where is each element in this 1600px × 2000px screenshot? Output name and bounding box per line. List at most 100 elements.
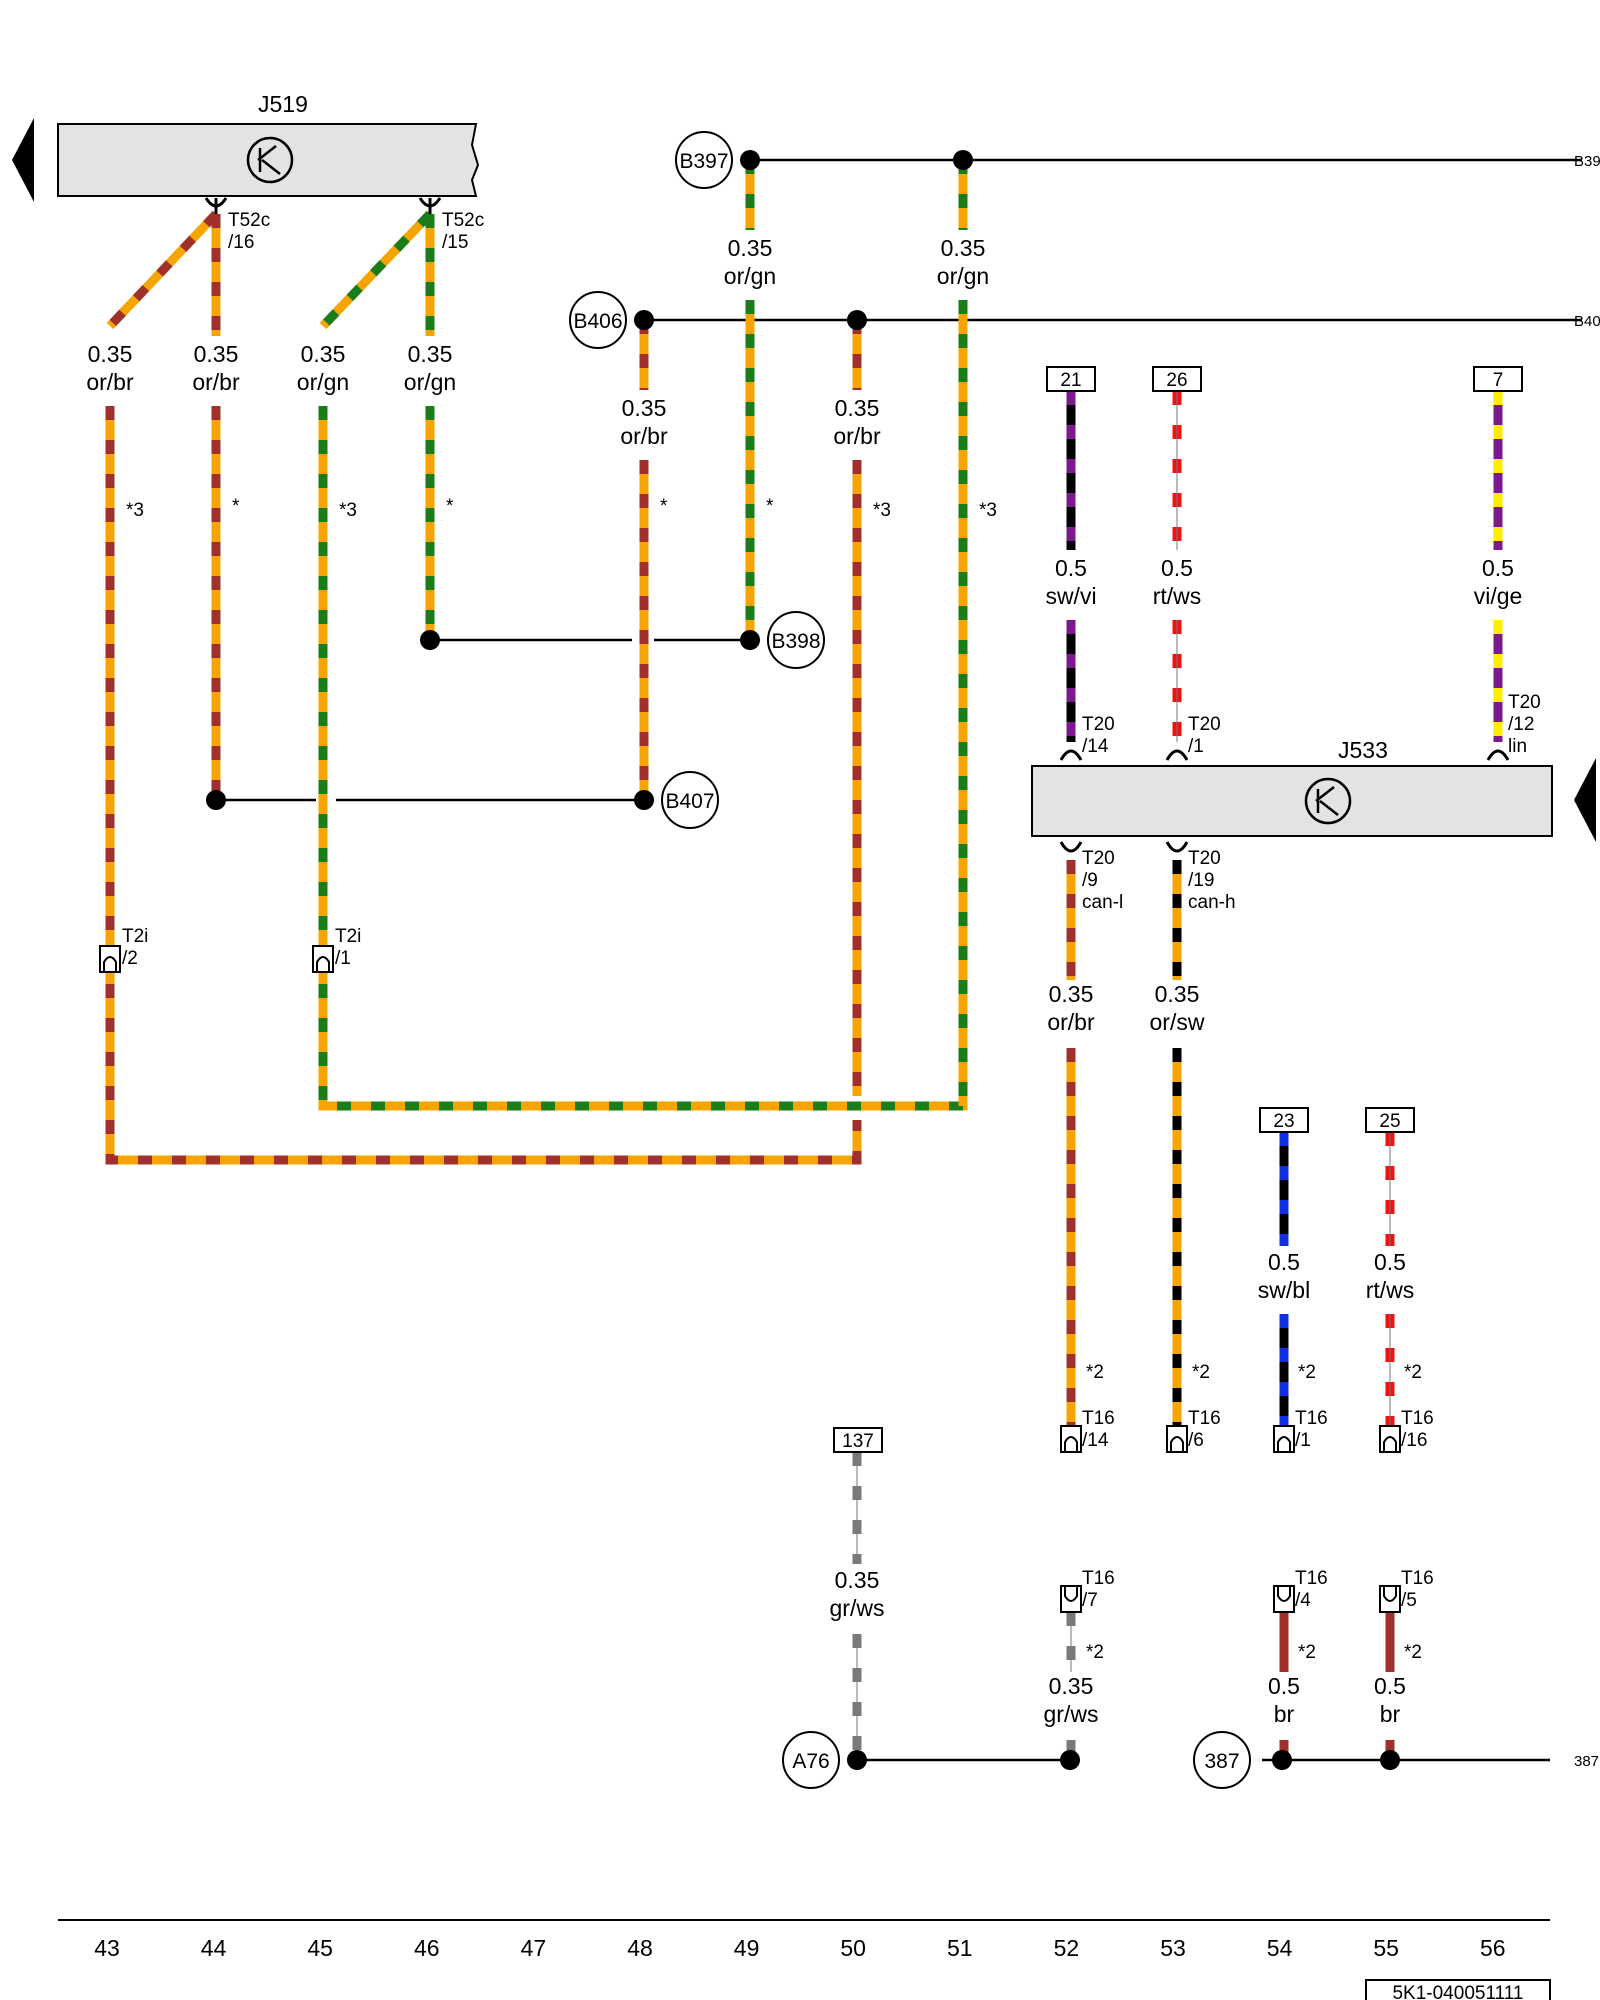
ref-box-23-label: 23 (1273, 1111, 1294, 1132)
pin-t20-1: T20 (1188, 714, 1221, 735)
wires (105, 160, 1503, 1760)
wire-46-color: or/gn (404, 369, 456, 395)
wire-52c-size: 0.35 (1049, 1673, 1094, 1699)
column-number: 45 (307, 1935, 333, 1961)
column-number: 50 (840, 1935, 866, 1961)
ground-387-label: 387 (1204, 1750, 1239, 1773)
wire-48-note: * (660, 496, 668, 517)
doc-id-box (1365, 1979, 1551, 2000)
wire-55a-note: *2 (1404, 1362, 1422, 1383)
column-number: 51 (947, 1935, 973, 1961)
wire-45-note: *3 (339, 500, 357, 521)
ref-box-21-label: 21 (1060, 370, 1081, 391)
wire-51-color: or/gn (937, 263, 989, 289)
column-number: 55 (1373, 1935, 1399, 1961)
connection-b406[interactable] (569, 291, 627, 349)
wire-49-size: 0.35 (728, 235, 773, 261)
connection-b406-label: B406 (573, 310, 622, 333)
pin-fork-icon (1165, 841, 1189, 853)
wire-45-size: 0.35 (301, 341, 346, 367)
pin-t20-1-no: /1 (1188, 736, 1204, 757)
wire-50b-size: 0.35 (835, 1567, 880, 1593)
connection-b407[interactable] (661, 771, 719, 829)
pin-t16-4: T16 (1295, 1568, 1328, 1589)
connection-a76[interactable] (782, 1731, 840, 1789)
wire-44-note: * (232, 496, 240, 517)
pin-labels: T52c /16 T52c /15 T2i /2 T2i /1 T20 /14 … (122, 210, 1541, 1611)
reference-boxes: 21 26 7 23 25 137 (833, 366, 1523, 1453)
edge-ref-387: 387 (1574, 1753, 1599, 1770)
wire-52b-size: 0.35 (1049, 981, 1094, 1007)
ground-387[interactable] (1193, 1731, 1251, 1789)
pin-t20-9-can: can-l (1082, 892, 1123, 913)
pin-t20-19: T20 (1188, 848, 1221, 869)
ref-box-25[interactable] (1365, 1107, 1415, 1133)
pin-t52c-16-no: /16 (228, 232, 254, 253)
ref-box-21[interactable] (1046, 366, 1096, 392)
j519-label: J519 (258, 91, 308, 117)
wire-43-stripe (105, 406, 862, 1165)
column-number: 52 (1054, 1935, 1080, 1961)
wire-55b-size: 0.5 (1374, 1673, 1406, 1699)
pin-t16-6-no: /6 (1188, 1430, 1204, 1451)
pin-t16-16-no: /16 (1401, 1430, 1427, 1451)
pin-t16-16: T16 (1401, 1408, 1434, 1429)
column-number: 43 (94, 1935, 120, 1961)
wire-53a-size: 0.5 (1161, 555, 1193, 581)
ref-box-7-label: 7 (1493, 370, 1504, 391)
ref-box-137-label: 137 (842, 1431, 874, 1452)
wire-54b-color: br (1274, 1701, 1295, 1727)
pin-t2i-2-no: /2 (122, 948, 138, 969)
junction-dot (847, 1750, 867, 1770)
pin-t2i-1-no: /1 (335, 948, 351, 969)
column-number: 47 (521, 1935, 547, 1961)
junction-dot (420, 630, 440, 650)
pin-fork-icon (1059, 841, 1083, 853)
wire-49-color: or/gn (724, 263, 776, 289)
wire-54b-note: *2 (1298, 1642, 1316, 1663)
wire-50-color: or/br (833, 423, 881, 449)
pin-t16-14: T16 (1082, 1408, 1115, 1429)
connection-circles: B397 B406 B398 B407 A76 387 B39 B40 387 (569, 131, 1600, 1789)
pin-t16-4-no: /4 (1295, 1590, 1311, 1611)
pin-t52c-15: T52c (442, 210, 484, 231)
pin-t16-5: T16 (1401, 1568, 1434, 1589)
pin-t16-7: T16 (1082, 1568, 1115, 1589)
junction-dot (206, 790, 226, 810)
ref-box-25-label: 25 (1379, 1111, 1400, 1132)
pin-t16-7-no: /7 (1082, 1590, 1098, 1611)
j533-label: J533 (1338, 737, 1388, 763)
wire-52c-note: *2 (1086, 1642, 1104, 1663)
column-number: 44 (201, 1935, 227, 1961)
pin-t20-9: T20 (1082, 848, 1115, 869)
wire-50-size: 0.35 (835, 395, 880, 421)
ref-box-137[interactable] (833, 1427, 883, 1453)
ref-box-23[interactable] (1259, 1107, 1309, 1133)
wire-53a-color: rt/ws (1153, 583, 1202, 609)
wire-53b-note: *2 (1192, 1362, 1210, 1383)
ref-box-26[interactable] (1152, 366, 1202, 392)
column-number: 53 (1160, 1935, 1186, 1961)
connection-b397[interactable] (675, 131, 733, 189)
wire-49-note: * (766, 496, 774, 517)
junctions (206, 150, 1400, 1770)
connection-b398[interactable] (767, 611, 825, 669)
column-number: 56 (1480, 1935, 1506, 1961)
ref-box-7[interactable] (1473, 366, 1523, 392)
pin-t16-5-no: /5 (1401, 1590, 1417, 1611)
pin-t20-12-lin: lin (1508, 736, 1527, 757)
junction-dot (634, 790, 654, 810)
wire-51-size: 0.35 (941, 235, 986, 261)
pin-t16-14-no: /14 (1082, 1430, 1109, 1451)
wire-44-size: 0.35 (194, 341, 239, 367)
wire-52a-color: sw/vi (1045, 583, 1096, 609)
wire-52b-note: *2 (1086, 1362, 1104, 1383)
wire-45-color: or/gn (297, 369, 349, 395)
pin-t52c-16: T52c (228, 210, 270, 231)
column-number: 54 (1267, 1935, 1293, 1961)
control-unit-j519: J519 (12, 91, 480, 202)
j519-box (57, 123, 480, 197)
junction-dot (1272, 1750, 1292, 1770)
wire-43-color: or/br (86, 369, 134, 395)
